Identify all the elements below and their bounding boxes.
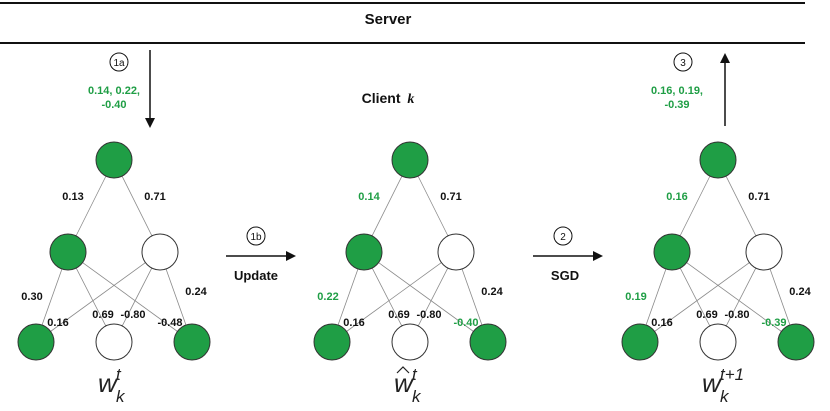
step-3-id: 3 bbox=[680, 58, 686, 69]
hidden-node-1 bbox=[345, 233, 383, 271]
input-node-3 bbox=[469, 323, 507, 361]
weight-label-h1-i3: -0.39 bbox=[761, 317, 786, 329]
client-label: Client k bbox=[362, 90, 415, 107]
step-1a-badge bbox=[109, 52, 129, 72]
sgd-label: SGD bbox=[551, 268, 579, 283]
weight-symbol-base: w bbox=[98, 368, 119, 398]
input-node-1 bbox=[17, 323, 55, 361]
weight-symbol-hat bbox=[396, 366, 410, 374]
weight-symbol-base: w bbox=[702, 368, 723, 398]
step-2-badge bbox=[553, 226, 573, 246]
step-1b-badge bbox=[246, 226, 266, 246]
weight-label-top-left: 0.16 bbox=[666, 191, 687, 203]
output-node bbox=[95, 141, 133, 179]
client-label-var: k bbox=[407, 92, 414, 107]
weight-label-top-right: 0.71 bbox=[144, 191, 165, 203]
edge-hidden-2-input-1 bbox=[331, 251, 457, 343]
weight-label-h1-i2: 0.69 bbox=[92, 309, 113, 321]
step-2-sgd: 2 SGD bbox=[533, 226, 603, 283]
step-1b-update: 1b Update bbox=[226, 226, 296, 283]
step-1a-id: 1a bbox=[113, 58, 125, 69]
weight-label-h2-i2: -0.80 bbox=[120, 309, 145, 321]
weight-symbol-sub: k bbox=[116, 387, 126, 406]
input-node-1 bbox=[621, 323, 659, 361]
weight-label-h1-i1: 0.22 bbox=[317, 291, 338, 303]
weight-label-h2-i2: -0.80 bbox=[724, 309, 749, 321]
hidden-node-1 bbox=[49, 233, 87, 271]
weight-label-h1-i3: -0.40 bbox=[453, 317, 478, 329]
weight-label-h1-i1: 0.19 bbox=[625, 291, 646, 303]
client-label-prefix: Client bbox=[362, 90, 401, 106]
input-node-2 bbox=[95, 323, 133, 361]
weight-label-h2-i1: 0.16 bbox=[651, 317, 672, 329]
hidden-node-2 bbox=[437, 233, 475, 271]
weight-label-top-left: 0.13 bbox=[62, 191, 83, 203]
weight-label-h2-i3: 0.24 bbox=[185, 286, 207, 298]
step-2-id: 2 bbox=[560, 232, 566, 243]
hidden-node-1 bbox=[653, 233, 691, 271]
weight-label-h1-i2: 0.69 bbox=[388, 309, 409, 321]
upload-values-line-1: 0.16, 0.19, bbox=[651, 85, 703, 97]
weight-label-top-left: 0.14 bbox=[358, 191, 380, 203]
weight-label-h2-i1: 0.16 bbox=[47, 317, 68, 329]
server-label: Server bbox=[365, 11, 412, 28]
input-node-2 bbox=[391, 323, 429, 361]
upload-values-line-2: -0.39 bbox=[664, 99, 689, 111]
weight-symbol-sup: t bbox=[412, 365, 418, 384]
weight-label-top-right: 0.71 bbox=[748, 191, 769, 203]
weight-label-h1-i1: 0.30 bbox=[21, 291, 42, 303]
step-3-upload: 3 0.16, 0.19, -0.39 bbox=[651, 52, 730, 126]
edge-hidden-2-input-1 bbox=[639, 251, 765, 343]
weight-symbol-sup: t bbox=[116, 365, 122, 384]
edge-hidden-1-input-3 bbox=[363, 251, 489, 343]
download-values-line-1: 0.14, 0.22, bbox=[88, 85, 140, 97]
weight-label-h2-i1: 0.16 bbox=[343, 317, 364, 329]
weight-label-h1-i3: -0.48 bbox=[157, 317, 182, 329]
edge-hidden-1-input-3 bbox=[67, 251, 193, 343]
update-label: Update bbox=[234, 268, 278, 283]
weight-label-h2-i2: -0.80 bbox=[416, 309, 441, 321]
weight-label-h2-i3: 0.24 bbox=[481, 286, 503, 298]
input-node-1 bbox=[313, 323, 351, 361]
input-node-3 bbox=[173, 323, 211, 361]
output-node bbox=[699, 141, 737, 179]
weight-label-top-right: 0.71 bbox=[440, 191, 461, 203]
download-values-line-2: -0.40 bbox=[101, 99, 126, 111]
edge-hidden-1-input-3 bbox=[671, 251, 797, 343]
weight-symbol-base: w bbox=[394, 368, 415, 398]
hidden-node-2 bbox=[745, 233, 783, 271]
weight-symbol-sub: k bbox=[720, 387, 730, 406]
input-node-2 bbox=[699, 323, 737, 361]
hidden-node-2 bbox=[141, 233, 179, 271]
input-node-3 bbox=[777, 323, 815, 361]
step-3-badge bbox=[673, 52, 693, 72]
weight-label-h2-i3: 0.24 bbox=[789, 286, 811, 298]
weight-symbol-sup: t+1 bbox=[720, 365, 744, 384]
weight-symbol-sub: k bbox=[412, 387, 422, 406]
step-1b-id: 1b bbox=[250, 232, 262, 243]
edge-hidden-2-input-1 bbox=[35, 251, 161, 343]
weight-label-h1-i2: 0.69 bbox=[696, 309, 717, 321]
output-node bbox=[391, 141, 429, 179]
step-1a-download: 1a 0.14, 0.22, -0.40 bbox=[88, 50, 155, 128]
